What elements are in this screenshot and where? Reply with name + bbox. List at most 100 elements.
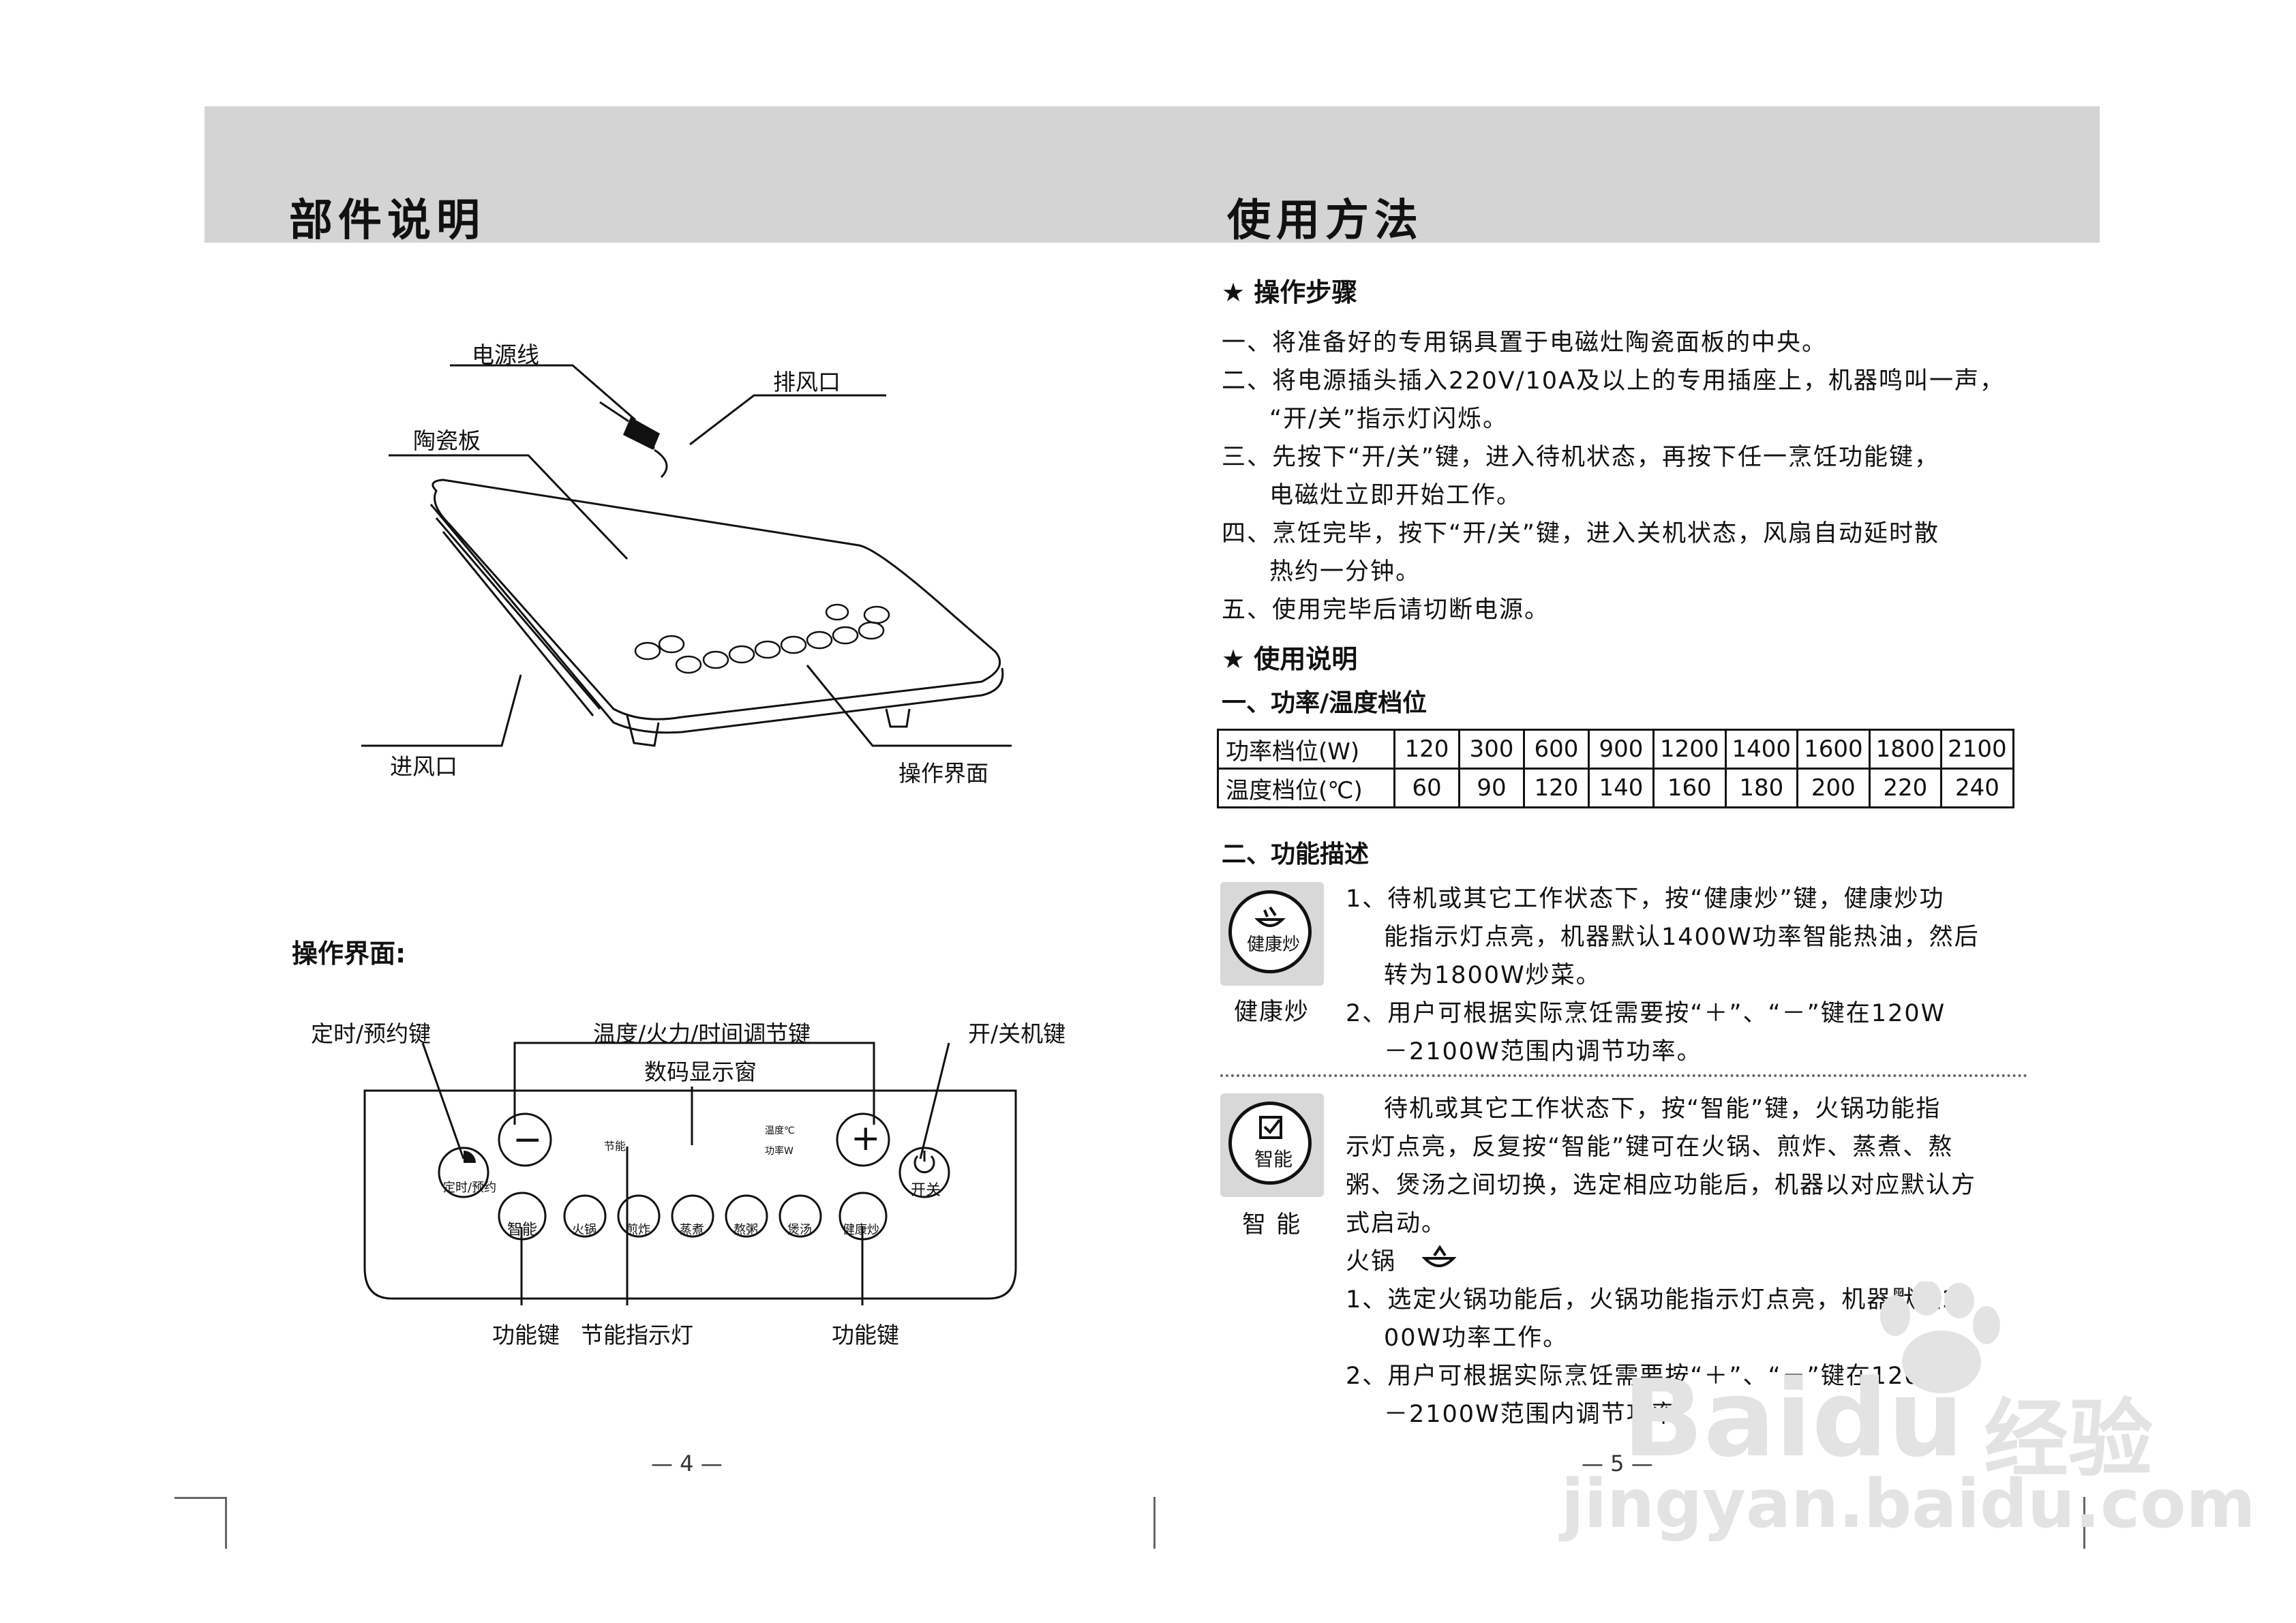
table-cell: 200 — [1796, 768, 1871, 808]
smart-line-2: 示灯点亮，反复按“智能”键可在火锅、煎炸、蒸煮、熬 — [1346, 1134, 1954, 1161]
table-cell: 600 — [1523, 729, 1590, 770]
callout-intake: 进风口 — [390, 753, 457, 780]
crop-mark-left-v — [225, 1497, 227, 1549]
table-cell: 140 — [1588, 768, 1655, 808]
panel-diagram — [363, 1042, 1017, 1305]
table-cell: 2100 — [1940, 729, 2014, 770]
table-row-temp: 温度档位(℃) 60 90 120 140 160 180 200 220 24… — [1217, 768, 2014, 808]
table-cell: 240 — [1940, 768, 2014, 808]
healthy-line-4: 2、用户可根据实际烹饪需要按“＋”、“－”键在120W — [1346, 1000, 1946, 1027]
porridge-key-text: 熬粥 — [734, 1223, 758, 1237]
timer-key-text: 定时/预约 — [443, 1181, 497, 1195]
steam-key-text: 蒸煮 — [680, 1223, 704, 1237]
hotpot-line-1: 1、选定火锅功能后，火锅功能指示灯点亮，机器默认21 — [1346, 1286, 1976, 1314]
table-cell: 120 — [1393, 729, 1460, 770]
smart-line-4: 式启动。 — [1346, 1210, 1447, 1237]
cooker-illustration — [361, 364, 1012, 747]
panel-label-func-left: 功能键 — [492, 1322, 560, 1348]
table-cell: 220 — [1868, 768, 1943, 808]
table-cell: 300 — [1458, 729, 1525, 770]
step-3-cont: 电磁灶立即开始工作。 — [1269, 482, 1522, 509]
callout-ceramic-plate: 陶瓷板 — [413, 427, 481, 454]
minus-key-glyph: − — [513, 1119, 543, 1160]
healthy-key-text: 健康炒 — [843, 1223, 879, 1237]
watermark-brand-cn: 经验 — [1984, 1391, 2154, 1489]
levels-heading: 一、功率/温度档位 — [1222, 689, 1428, 717]
eco-indicator-text: 节能 — [604, 1140, 626, 1153]
hotpot-icon — [1422, 1245, 1456, 1267]
healthy-line-1: 1、待机或其它工作状态下，按“健康炒”键，健康炒功 — [1346, 885, 1945, 913]
smart-line-3: 粥、煲汤之间切换，选定相应功能后，机器以对应默认方 — [1346, 1172, 1977, 1199]
hotpot-line-4: －2100W范围内调节功率。 — [1384, 1401, 1702, 1428]
panel-label-eco: 节能指示灯 — [581, 1322, 693, 1348]
step-2: 二、将电源插头插入220V/10A及以上的专用插座上，机器鸣叫一声， — [1222, 367, 2006, 395]
step-2-cont: “开/关”指示灯闪烁。 — [1269, 406, 1509, 433]
panel-label-timer: 定时/预约键 — [311, 1020, 432, 1047]
healthy-icon-ring: 健康炒 — [1228, 890, 1312, 973]
power-indicator-text: 功率W — [765, 1146, 794, 1157]
crop-mark-right-v — [2083, 1497, 2085, 1549]
table-cell: 60 — [1393, 768, 1460, 808]
table-cell: 900 — [1588, 729, 1655, 770]
crop-mark-center — [1153, 1497, 1155, 1549]
smart-icon: 智能 — [1220, 1093, 1324, 1197]
smart-key-text: 智能 — [507, 1222, 538, 1239]
page-number-left: — 4 — — [651, 1451, 723, 1476]
soup-key-text: 煲汤 — [787, 1223, 812, 1237]
table-cell: 1400 — [1724, 729, 1799, 770]
healthy-line-5: －2100W范围内调节功率。 — [1384, 1038, 1702, 1065]
hotpot-key-text: 火锅 — [572, 1223, 596, 1237]
panel-label-adjust: 温度/火力/时间调节键 — [593, 1020, 811, 1047]
panel-label-power: 开/关机键 — [968, 1020, 1066, 1047]
hotpot-line-2: 00W功率工作。 — [1384, 1324, 1569, 1352]
healthy-name: 健康炒 — [1234, 999, 1310, 1026]
left-page-title: 部件说明 — [289, 196, 485, 246]
table-row-power: 功率档位(W) 120 300 600 900 1200 1400 1600 1… — [1217, 729, 2014, 770]
panel-label-func-right: 功能键 — [832, 1322, 899, 1348]
paw-logo-icon — [1880, 1281, 2000, 1393]
right-page-title: 使用方法 — [1227, 196, 1423, 246]
smart-line-1: 待机或其它工作状态下，按“智能”键，火锅功能指 — [1384, 1095, 1942, 1123]
watermark-url: jingyan.baidu.com — [1561, 1466, 2256, 1543]
callout-exhaust: 排风口 — [773, 369, 841, 395]
table-cell: 120 — [1523, 768, 1590, 808]
table-cell: 1800 — [1868, 729, 1943, 770]
smart-name: 智 能 — [1242, 1211, 1302, 1239]
healthy-line-2: 能指示灯点亮，机器默认1400W功率智能热油，然后 — [1384, 924, 1980, 951]
plus-key-glyph: + — [851, 1118, 881, 1159]
fry-key-text: 煎炸 — [626, 1223, 650, 1237]
callout-panel: 操作界面 — [898, 760, 988, 787]
wok-glyph — [1254, 906, 1286, 927]
smart-icon-caption: 智能 — [1254, 1148, 1293, 1170]
panel-heading: 操作界面: — [292, 939, 406, 969]
step-1: 一、将准备好的专用锅具置于电磁灶陶瓷面板的中央。 — [1222, 329, 1828, 357]
smart-icon-ring: 智能 — [1228, 1102, 1312, 1185]
table-cell: 1200 — [1652, 729, 1727, 770]
step-4-cont: 热约一分钟。 — [1269, 558, 1421, 586]
func-heading: 二、功能描述 — [1222, 840, 1370, 868]
healthy-icon-caption: 健康炒 — [1246, 935, 1300, 955]
power-key-text: 开关 — [911, 1182, 941, 1199]
page-number-right: — 5 — — [1582, 1451, 1653, 1476]
crop-mark-left-h — [175, 1497, 225, 1499]
table-cell: 180 — [1724, 768, 1799, 808]
header-band — [205, 106, 2100, 243]
levels-table: 功率档位(W) 120 300 600 900 1200 1400 1600 1… — [1217, 729, 2014, 808]
callout-power-cord: 电源线 — [472, 342, 539, 368]
temp-label-cell: 温度档位(℃) — [1217, 768, 1395, 808]
step-3: 三、先按下“开/关”键，进入待机状态，再按下任一烹饪功能键， — [1222, 444, 1940, 471]
steps-heading: ★ 操作步骤 — [1222, 277, 1358, 307]
power-label-cell: 功率档位(W) — [1217, 729, 1395, 770]
temp-indicator-text: 温度℃ — [765, 1125, 795, 1136]
divider — [1220, 1074, 2027, 1077]
step-5: 五、使用完毕后请切断电源。 — [1222, 596, 1550, 624]
checkbox-glyph — [1259, 1116, 1282, 1139]
table-cell: 160 — [1652, 768, 1727, 808]
panel-label-display: 数码显示窗 — [644, 1059, 757, 1085]
usage-heading: ★ 使用说明 — [1222, 644, 1358, 674]
table-cell: 90 — [1458, 768, 1525, 808]
healthy-line-3: 转为1800W炒菜。 — [1384, 962, 1601, 989]
hotpot-line-3: 2、用户可根据实际烹饪需要按“＋”、“－”键在120W — [1346, 1363, 1946, 1390]
hotpot-title: 火锅 — [1346, 1248, 1397, 1275]
healthy-stir-fry-icon: 健康炒 — [1220, 882, 1324, 986]
